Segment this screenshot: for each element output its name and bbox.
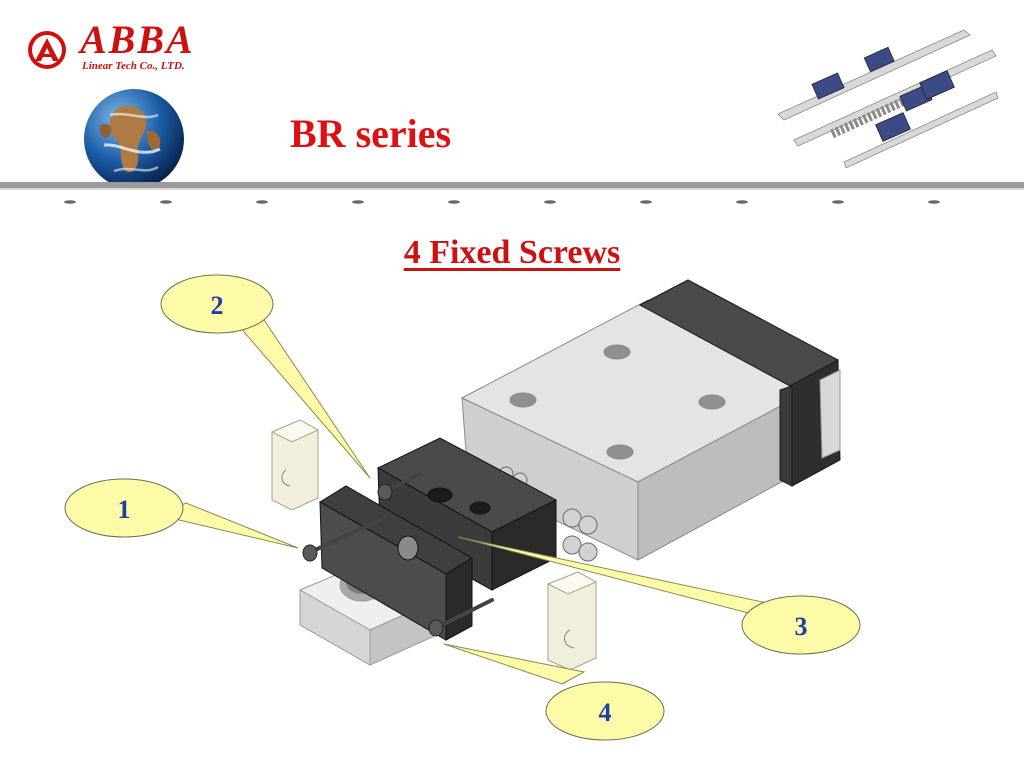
callout-4: 4 xyxy=(443,643,665,741)
callout-2-label: 2 xyxy=(211,291,224,320)
linear-rails-image xyxy=(777,29,999,168)
slide-title: BR series xyxy=(290,111,452,156)
rear-end-cap xyxy=(638,279,841,487)
header-divider-rail xyxy=(0,182,1024,204)
brand-subtitle: Linear Tech Co., LTD. xyxy=(82,60,185,72)
globe-icon xyxy=(84,89,184,189)
front-retainer-plate xyxy=(319,485,473,641)
callout-2: 2 xyxy=(160,274,371,479)
abba-logo-icon xyxy=(28,31,66,69)
fixed-screws xyxy=(313,472,494,628)
callout-1: 1 xyxy=(64,478,299,549)
seal-inserts xyxy=(270,419,598,671)
callout-3-label: 3 xyxy=(795,612,808,641)
callout-4-label: 4 xyxy=(599,698,612,727)
brand-name: ABBA xyxy=(80,17,195,62)
callout-1-label: 1 xyxy=(118,495,131,524)
callout-3: 3 xyxy=(457,536,861,655)
section-title: 4 Fixed Screws xyxy=(403,234,621,271)
